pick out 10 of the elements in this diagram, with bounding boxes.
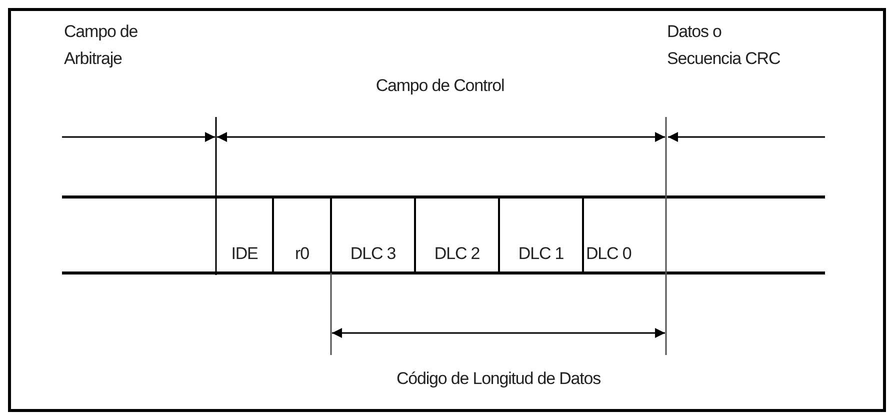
- field-label: Campo de Arbitraje: [64, 22, 138, 68]
- bit-label: DLC 0: [586, 244, 632, 263]
- bit-label: DLC 1: [518, 244, 564, 263]
- field-label: Campo de Control: [376, 76, 504, 95]
- bit-label: IDE: [231, 244, 258, 263]
- dimension-label: Código de Longitud de Datos: [396, 369, 601, 388]
- bit-label: r0: [295, 244, 309, 263]
- bit-label: DLC 3: [350, 244, 396, 263]
- bit-label: DLC 2: [434, 244, 480, 263]
- field-label: Datos o Secuencia CRC: [667, 22, 780, 68]
